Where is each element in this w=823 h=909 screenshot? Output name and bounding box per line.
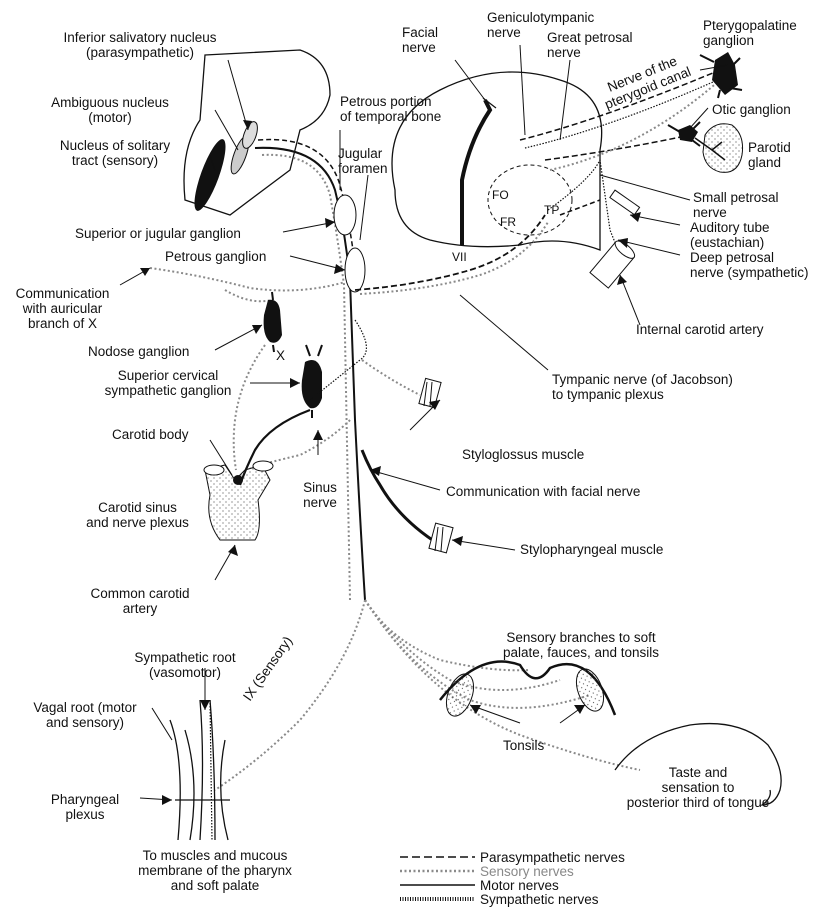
label-tympanic-nerve: Tympanic nerve (of Jacobson) to tympanic… — [552, 372, 733, 402]
label-stylopharyngeal: Stylopharyngeal muscle — [520, 542, 663, 557]
carotid-body-shape — [233, 475, 243, 485]
label-jugular-foramen: Jugular foramen — [338, 146, 388, 176]
stylopharyngeal-shape — [429, 523, 453, 553]
pharyngeal-plexus-shape — [170, 700, 230, 840]
label-fo: FO — [492, 188, 509, 203]
label-taste: Taste and sensation to posterior third o… — [608, 765, 788, 810]
petrous-ganglion-shape — [345, 248, 365, 292]
label-deep-petrosal: Deep petrosal nerve (sympathetic) — [690, 250, 809, 280]
label-superior-jugular: Superior or jugular ganglion — [75, 226, 241, 241]
legend-motor: Motor nerves — [480, 878, 559, 893]
label-vii: VII — [452, 250, 467, 265]
label-sensory-branches: Sensory branches to soft palate, fauces,… — [476, 630, 686, 660]
label-facial-nerve: Facial nerve — [402, 25, 438, 55]
label-great-petrosal: Great petrosal nerve — [547, 30, 633, 60]
label-communication-auricular: Communication with auricular branch of X — [5, 286, 120, 331]
label-superior-cervical: Superior cervical sympathetic ganglion — [88, 368, 248, 398]
label-petrous-portion: Petrous portion of temporal bone — [340, 94, 441, 124]
label-carotid-body: Carotid body — [112, 427, 189, 442]
label-communication-facial: Communication with facial nerve — [446, 484, 640, 499]
label-auditory-tube: Auditory tube (eustachian) — [690, 220, 770, 250]
label-internal-carotid: Internal carotid artery — [636, 322, 764, 337]
legend-parasympathetic: Parasympathetic nerves — [480, 850, 625, 865]
superior-cervical-ganglion-shape — [302, 360, 322, 408]
superior-jugular-ganglion — [334, 195, 356, 235]
label-sympathetic-root: Sympathetic root (vasomotor) — [95, 650, 275, 680]
label-otic: Otic ganglion — [712, 102, 791, 117]
label-nodose: Nodose ganglion — [88, 344, 189, 359]
label-x: X — [276, 348, 285, 363]
label-to-muscles: To muscles and mucous membrane of the ph… — [110, 848, 320, 893]
label-petrous-ganglion: Petrous ganglion — [165, 249, 266, 264]
label-inferior-salivatory: Inferior salivatory nucleus (parasympath… — [30, 30, 250, 60]
label-tonsils: Tonsils — [503, 738, 544, 753]
label-common-carotid: Common carotid artery — [75, 586, 205, 616]
legend-sensory: Sensory nerves — [480, 864, 574, 879]
legend-sympathetic: Sympathetic nerves — [480, 892, 599, 907]
label-vagal-root: Vagal root (motor and sensory) — [5, 700, 165, 730]
label-small-petrosal: Small petrosal nerve — [693, 190, 779, 220]
label-pterygopalatine: Pterygopalatine ganglion — [703, 18, 797, 48]
label-parotid: Parotid gland — [748, 140, 791, 170]
label-pharyngeal-plexus: Pharyngeal plexus — [30, 792, 140, 822]
label-ambiguous: Ambiguous nucleus (motor) — [35, 95, 185, 125]
auditory-tube-shape — [610, 190, 640, 215]
label-carotid-sinus: Carotid sinus and nerve plexus — [75, 500, 200, 530]
label-fr: FR — [500, 215, 516, 230]
label-tp: TP — [544, 203, 559, 218]
label-styloglossus: Styloglossus muscle — [462, 447, 584, 462]
nodose-ganglion-shape — [264, 300, 282, 343]
label-sinus-nerve: Sinus nerve — [290, 480, 350, 510]
label-solitary: Nucleus of solitary tract (sensory) — [30, 138, 200, 168]
